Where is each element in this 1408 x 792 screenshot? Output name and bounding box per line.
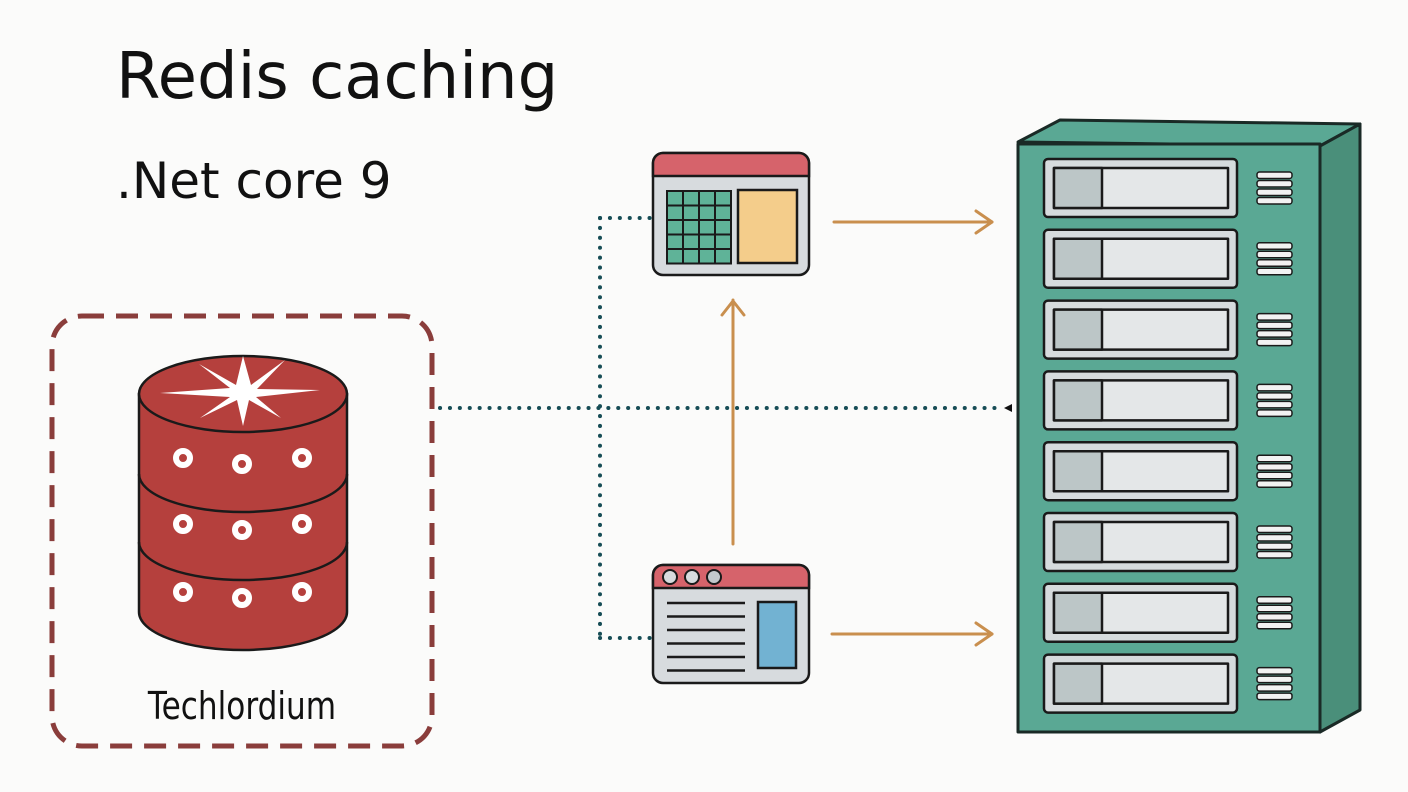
grid-cell	[666, 219, 684, 236]
database-container	[49, 313, 435, 749]
grid-cell	[666, 233, 684, 250]
grid-cell	[714, 233, 732, 250]
server-rack-icon	[1016, 118, 1362, 734]
arrow-right-head-icon	[974, 209, 994, 235]
drive-bay	[1042, 228, 1293, 290]
database-dot	[232, 588, 252, 608]
document-window	[651, 563, 811, 685]
database-dot	[173, 448, 193, 468]
database-dots	[173, 448, 312, 608]
grid-cell	[698, 190, 716, 207]
grid-cell	[682, 204, 700, 221]
status-led-strip-icon	[1256, 454, 1293, 488]
arrow-up-head-icon	[720, 299, 746, 317]
drive-bay	[1042, 299, 1293, 360]
database-dot	[292, 514, 312, 534]
grid-cell	[698, 233, 716, 250]
database-dot	[292, 582, 312, 602]
dashboard-window	[651, 151, 811, 277]
status-led-strip-icon	[1256, 666, 1293, 701]
status-led-strip-icon	[1256, 312, 1293, 347]
grid-cell	[698, 248, 716, 265]
database-label: Techlordium	[147, 684, 337, 728]
grid-cell	[666, 204, 684, 221]
status-led-strip-icon	[1256, 596, 1293, 630]
grid-cell	[682, 190, 700, 207]
grid-cell	[714, 219, 732, 236]
database-dot	[232, 520, 252, 540]
status-led-strip-icon	[1256, 171, 1293, 205]
grid-cell	[682, 219, 700, 236]
grid-cell	[682, 248, 700, 265]
status-led-strip-icon	[1256, 525, 1293, 559]
database-dot	[173, 582, 193, 602]
drive-bay	[1042, 157, 1293, 219]
grid-cell	[666, 190, 684, 207]
drive-bay	[1042, 653, 1293, 714]
database-dot	[232, 454, 252, 474]
diagram-subtitle: .Net core 9	[116, 152, 392, 210]
connector-arrowhead-icon	[1004, 404, 1012, 412]
diagram-title: Redis caching	[116, 40, 559, 114]
star-icon	[160, 356, 320, 426]
sidebar-panel	[756, 600, 798, 670]
text-lines-icon	[667, 601, 745, 672]
window-controls-icon	[662, 569, 722, 585]
database-dot	[173, 514, 193, 534]
grid-cell	[714, 204, 732, 221]
grid-cell	[714, 248, 732, 265]
grid-cell	[714, 190, 732, 207]
database-dot	[292, 448, 312, 468]
drive-bay	[1042, 370, 1293, 431]
drive-bay	[1042, 440, 1293, 502]
grid-cell	[682, 233, 700, 250]
drive-bay	[1042, 582, 1293, 644]
drive-bay	[1042, 511, 1293, 573]
status-led-strip-icon	[1256, 383, 1293, 418]
grid-table-icon	[666, 190, 732, 265]
preview-panel	[736, 188, 799, 265]
grid-cell	[698, 219, 716, 236]
dotted-connectors	[438, 216, 1006, 640]
arrow-right-head-icon	[974, 621, 994, 647]
redis-database-icon	[137, 354, 349, 652]
data-flow-arrows	[720, 209, 994, 647]
grid-cell	[666, 248, 684, 265]
grid-cell	[698, 204, 716, 221]
status-led-strip-icon	[1256, 242, 1293, 276]
